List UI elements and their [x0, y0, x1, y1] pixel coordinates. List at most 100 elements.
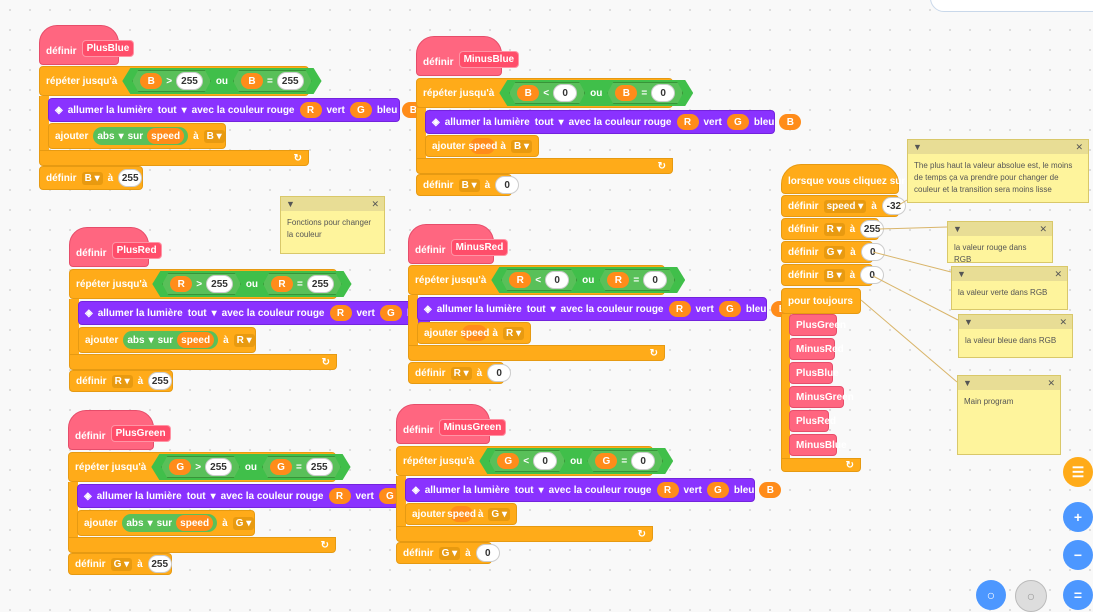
define-hat-plusred[interactable]: définir PlusRed [69, 227, 162, 267]
var-reporter[interactable]: R [509, 272, 531, 288]
abs-reporter[interactable]: abs▾ sur speed [122, 514, 218, 532]
speed-reporter[interactable]: speed [460, 325, 489, 341]
var-reporter[interactable]: R [607, 272, 629, 288]
abs-reporter[interactable]: abs▾ sur speed [123, 331, 219, 349]
repeat-until-block[interactable]: répéter jusqu'à G > 255 ou G = 255 [68, 452, 336, 482]
or-condition[interactable]: G < 0 ou G = 0 [479, 448, 673, 474]
comment-text[interactable]: Main program [964, 397, 1014, 406]
var-dropdown[interactable]: B ▾ [203, 129, 225, 143]
set-r-block[interactable]: définir R ▾ à 255 [781, 218, 885, 240]
close-icon[interactable]: ✕ [371, 198, 379, 209]
repeat-until-block[interactable]: répéter jusqu'à R < 0 ou R = 0 [408, 265, 665, 295]
zoom-reset-button[interactable]: = [1063, 580, 1093, 610]
lt-condition[interactable]: R < 0 [501, 269, 577, 291]
var-dropdown[interactable]: B ▾ [81, 171, 103, 185]
gt-condition[interactable]: B > 255 [132, 70, 211, 92]
set-b-block[interactable]: définir B ▾ à 0 [781, 264, 885, 286]
var-reporter[interactable]: G [169, 459, 191, 475]
lt-condition[interactable]: G < 0 [489, 450, 565, 472]
light-block[interactable]: ◈ allumer la lumière tout▾ avec la coule… [48, 98, 425, 122]
or-condition[interactable]: R < 0 ou R = 0 [491, 267, 685, 293]
repeat-until-block[interactable]: répéter jusqu'à B < 0 ou B = 0 [416, 78, 673, 108]
number-input[interactable]: 0 [651, 84, 675, 102]
var-dropdown[interactable]: R ▾ [233, 333, 255, 347]
var-dropdown[interactable]: R ▾ [111, 374, 133, 388]
number-input[interactable]: 0 [475, 544, 500, 562]
var-reporter[interactable]: R [271, 276, 293, 292]
var-dropdown[interactable]: B ▾ [510, 139, 532, 153]
gt-condition[interactable]: R > 255 [162, 273, 241, 295]
speed-reporter[interactable]: speed [147, 128, 185, 144]
speed-reporter[interactable]: speed [176, 515, 214, 531]
light-block[interactable]: ◈ allumer la lumière tout▾ avec la coule… [425, 110, 802, 134]
eq-condition[interactable]: B = 0 [607, 82, 683, 104]
eq-condition[interactable]: B = 255 [233, 70, 312, 92]
set-var-block[interactable]: définir G ▾ à 255 [68, 553, 172, 575]
number-input[interactable]: 255 [306, 458, 333, 476]
var-dropdown[interactable]: B ▾ [458, 178, 480, 192]
comment-text[interactable]: The plus haut la valeur absolue est, le … [914, 161, 1073, 194]
change-block[interactable]: ajouter abs▾ sur speed à R ▾ [78, 327, 256, 353]
var-reporter[interactable]: B [241, 73, 263, 89]
repeat-until-block[interactable]: répéter jusqu'à B > 255 ou B = 255 [39, 66, 309, 96]
call-block[interactable]: PlusBlue [789, 362, 839, 384]
eq-condition[interactable]: R = 255 [263, 273, 342, 295]
number-input[interactable]: 0 [553, 84, 577, 102]
circle-button-grey[interactable]: ○ [1015, 580, 1047, 612]
var-dropdown[interactable]: R ▾ [823, 222, 845, 236]
call-block[interactable]: MinusBlue [789, 434, 847, 456]
g-reporter[interactable]: G [378, 488, 401, 504]
set-g-block[interactable]: définir G ▾ à 0 [781, 241, 885, 263]
eq-condition[interactable]: G = 0 [587, 450, 663, 472]
set-var-block[interactable]: définir B ▾ à 0 [416, 174, 520, 196]
define-hat-minusred[interactable]: définir MinusRed [408, 224, 509, 264]
var-dropdown[interactable]: R ▾ [502, 326, 524, 340]
change-block[interactable]: ajouter speed à B ▾ [425, 135, 539, 157]
number-input[interactable]: 255 [176, 72, 203, 90]
comment-note[interactable]: ▼ ✕ Main program [957, 375, 1061, 455]
change-block[interactable]: ajouter abs▾ sur speed à G ▾ [77, 510, 255, 536]
comment-text[interactable]: Fonctions pour changer la couleur [287, 218, 372, 239]
number-input[interactable]: 255 [118, 169, 143, 187]
number-input[interactable]: 255 [147, 555, 172, 573]
set-var-block[interactable]: définir G ▾ à 0 [396, 542, 500, 564]
define-hat-plusgreen[interactable]: définir PlusGreen [68, 410, 171, 450]
b-reporter[interactable]: B [779, 114, 802, 130]
call-block[interactable]: MinusRed [789, 338, 844, 360]
number-input[interactable]: 255 [307, 275, 334, 293]
r-reporter[interactable]: R [329, 305, 352, 321]
g-reporter[interactable]: G [718, 301, 741, 317]
close-icon[interactable]: ✕ [1047, 377, 1055, 388]
or-condition[interactable]: B > 255 ou B = 255 [122, 68, 321, 94]
number-input[interactable]: 0 [643, 271, 667, 289]
comment-note[interactable]: ▼✕ Fonctions pour changer la couleur [280, 196, 385, 254]
call-block[interactable]: MinusGreen [789, 386, 854, 408]
var-dropdown[interactable]: B ▾ [823, 268, 845, 282]
abs-reporter[interactable]: abs▾ sur speed [93, 127, 189, 145]
set-var-block[interactable]: définir R ▾ à 255 [69, 370, 173, 392]
number-input[interactable]: 0 [860, 243, 885, 261]
collapse-blocks-button[interactable]: ☰ [1063, 457, 1093, 487]
collapse-icon[interactable]: ▼ [964, 317, 973, 327]
or-condition[interactable]: B < 0 ou B = 0 [499, 80, 693, 106]
number-input[interactable]: 0 [487, 364, 512, 382]
comment-note[interactable]: ▼✕ la valeur verte dans RGB [951, 266, 1068, 310]
speed-reporter[interactable]: speed [468, 138, 497, 154]
var-dropdown[interactable]: G ▾ [488, 507, 510, 521]
gt-condition[interactable]: G > 255 [161, 456, 240, 478]
g-reporter[interactable]: G [379, 305, 402, 321]
var-dropdown[interactable]: speed ▾ [823, 199, 867, 213]
var-reporter[interactable]: G [270, 459, 292, 475]
comment-note[interactable]: ▼✕ la valeur rouge dans RGB [947, 221, 1053, 264]
close-icon[interactable]: ✕ [1059, 316, 1067, 327]
comment-text[interactable]: la valeur rouge dans RGB [954, 243, 1027, 264]
call-block[interactable]: PlusGreen [789, 314, 846, 336]
collapse-icon[interactable]: ▼ [963, 378, 972, 388]
r-reporter[interactable]: R [668, 301, 691, 317]
var-reporter[interactable]: B [615, 85, 637, 101]
b-reporter[interactable]: B [759, 482, 782, 498]
lt-condition[interactable]: B < 0 [509, 82, 585, 104]
light-block[interactable]: ◈ allumer la lumière tout▾ avec la coule… [405, 478, 782, 502]
var-dropdown[interactable]: G ▾ [110, 557, 133, 571]
comment-note[interactable]: ▼✕ la valeur bleue dans RGB [958, 314, 1073, 358]
